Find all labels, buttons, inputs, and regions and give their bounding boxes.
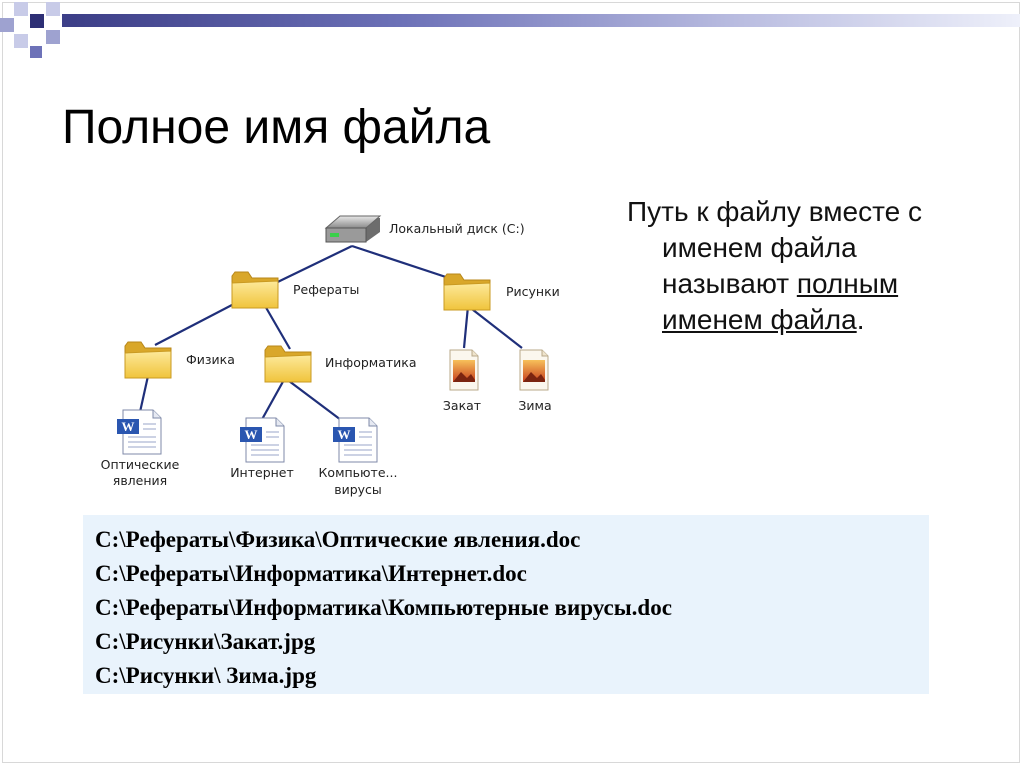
label-file-internet: Интернет	[230, 465, 294, 480]
slide-title: Полное имя файла	[62, 101, 491, 154]
label-folder-fizika: Физика	[186, 352, 235, 367]
header-accent-bar	[74, 14, 1020, 27]
label-file-zima: Зима	[518, 398, 551, 413]
folder-tree-diagram: W Локальный диск (C:) Рефераты Рисунки Ф…	[101, 215, 560, 497]
label-file-opticheskie-2: явления	[113, 473, 167, 488]
label-file-zakat: Закат	[443, 398, 481, 413]
disk-icon	[324, 215, 382, 243]
path-line: С:\Рефераты\Информатика\Компьютерные вир…	[95, 595, 672, 620]
doc-file-icon-opticheskie	[116, 409, 162, 455]
doc-file-icon-internet	[239, 417, 285, 463]
label-file-opticheskie-1: Оптические	[101, 457, 180, 472]
image-file-icon-zakat	[449, 349, 479, 391]
term-full-name-part2: именем файла	[662, 304, 857, 335]
definition-line-4: именем файла.	[662, 304, 865, 335]
definition-line-2: именем файла	[662, 232, 857, 263]
path-line: С:\Рефераты\Физика\Оптические явления.do…	[95, 527, 581, 552]
doc-file-icon-virusy	[332, 417, 378, 463]
corner-decoration	[0, 2, 74, 58]
label-folder-informatika: Информатика	[325, 355, 417, 370]
definition-line-1: Путь к файлу вместе с	[627, 196, 922, 227]
label-folder-risunki: Рисунки	[506, 284, 560, 299]
path-line: С:\Рисунки\ Зима.jpg	[95, 663, 317, 688]
image-file-icon-zima	[519, 349, 549, 391]
definition-line-3: называют полным	[662, 268, 899, 299]
folder-icon-risunki	[443, 273, 491, 311]
path-line: С:\Рисунки\Закат.jpg	[95, 629, 316, 654]
label-disk: Локальный диск (C:)	[389, 221, 525, 236]
label-file-virusy-1: Компьюте...	[319, 465, 398, 480]
folder-icon-referaty	[231, 271, 279, 309]
folder-icon-fizika	[124, 341, 172, 379]
path-line: С:\Рефераты\Информатика\Интернет.doc	[95, 561, 527, 586]
folder-icon-informatika	[264, 345, 312, 383]
definition-text: Путь к файлу вместе с именем файла назыв…	[627, 194, 1007, 338]
label-file-virusy-2: вирусы	[334, 482, 382, 497]
label-folder-referaty: Рефераты	[293, 282, 359, 297]
term-full-name-part1: полным	[796, 268, 899, 299]
tree-connectors	[138, 244, 523, 424]
full-paths-box: С:\Рефераты\Физика\Оптические явления.do…	[83, 515, 929, 694]
